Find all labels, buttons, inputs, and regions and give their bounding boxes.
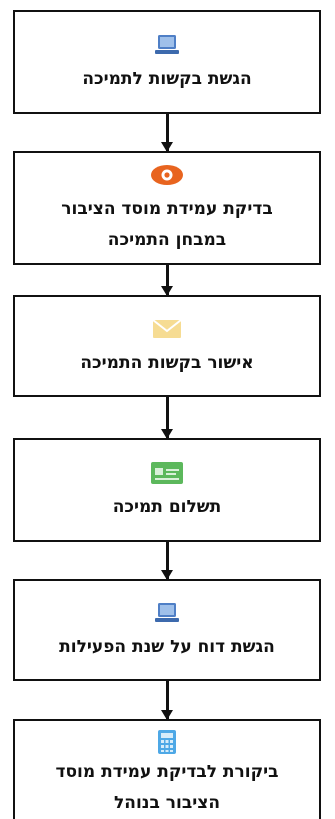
laptop-icon xyxy=(153,30,181,60)
flow-step-2: בדיקת עמידת מוסד הציבור במבחן התמיכה xyxy=(13,151,321,265)
flow-arrow xyxy=(161,681,173,720)
eye-icon xyxy=(150,160,184,190)
flow-arrow xyxy=(161,397,173,439)
flow-step-1: הגשת בקשות לתמיכה xyxy=(13,10,321,114)
flow-step-label: הגשת בקשות לתמיכה xyxy=(82,68,252,89)
flow-step-label: ביקורת לבדיקת עמידת מוסד הציבור בנוהל xyxy=(55,762,279,813)
envelope-icon xyxy=(152,314,182,344)
flow-step-5: הגשת דוח על שנת הפעילות xyxy=(13,579,321,681)
flow-step-label: בדיקת עמידת מוסד הציבור במבחן התמיכה xyxy=(61,199,273,250)
flow-step-label: הגשת דוח על שנת הפעילות xyxy=(59,636,275,657)
flow-step-label: תשלום תמיכה xyxy=(112,496,222,517)
flow-step-label: אישור בקשות התמיכה xyxy=(80,352,254,373)
payment-card-icon xyxy=(150,458,184,488)
flow-step-6: ביקורת לבדיקת עמידת מוסד הציבור בנוהל xyxy=(13,719,321,819)
flow-step-4: תשלום תמיכה xyxy=(13,438,321,542)
flow-step-3: אישור בקשות התמיכה xyxy=(13,295,321,397)
laptop-icon xyxy=(153,598,181,628)
calculator-icon xyxy=(157,729,177,755)
flow-arrow xyxy=(161,542,173,580)
flow-arrow xyxy=(161,114,173,152)
flow-arrow xyxy=(161,265,173,296)
